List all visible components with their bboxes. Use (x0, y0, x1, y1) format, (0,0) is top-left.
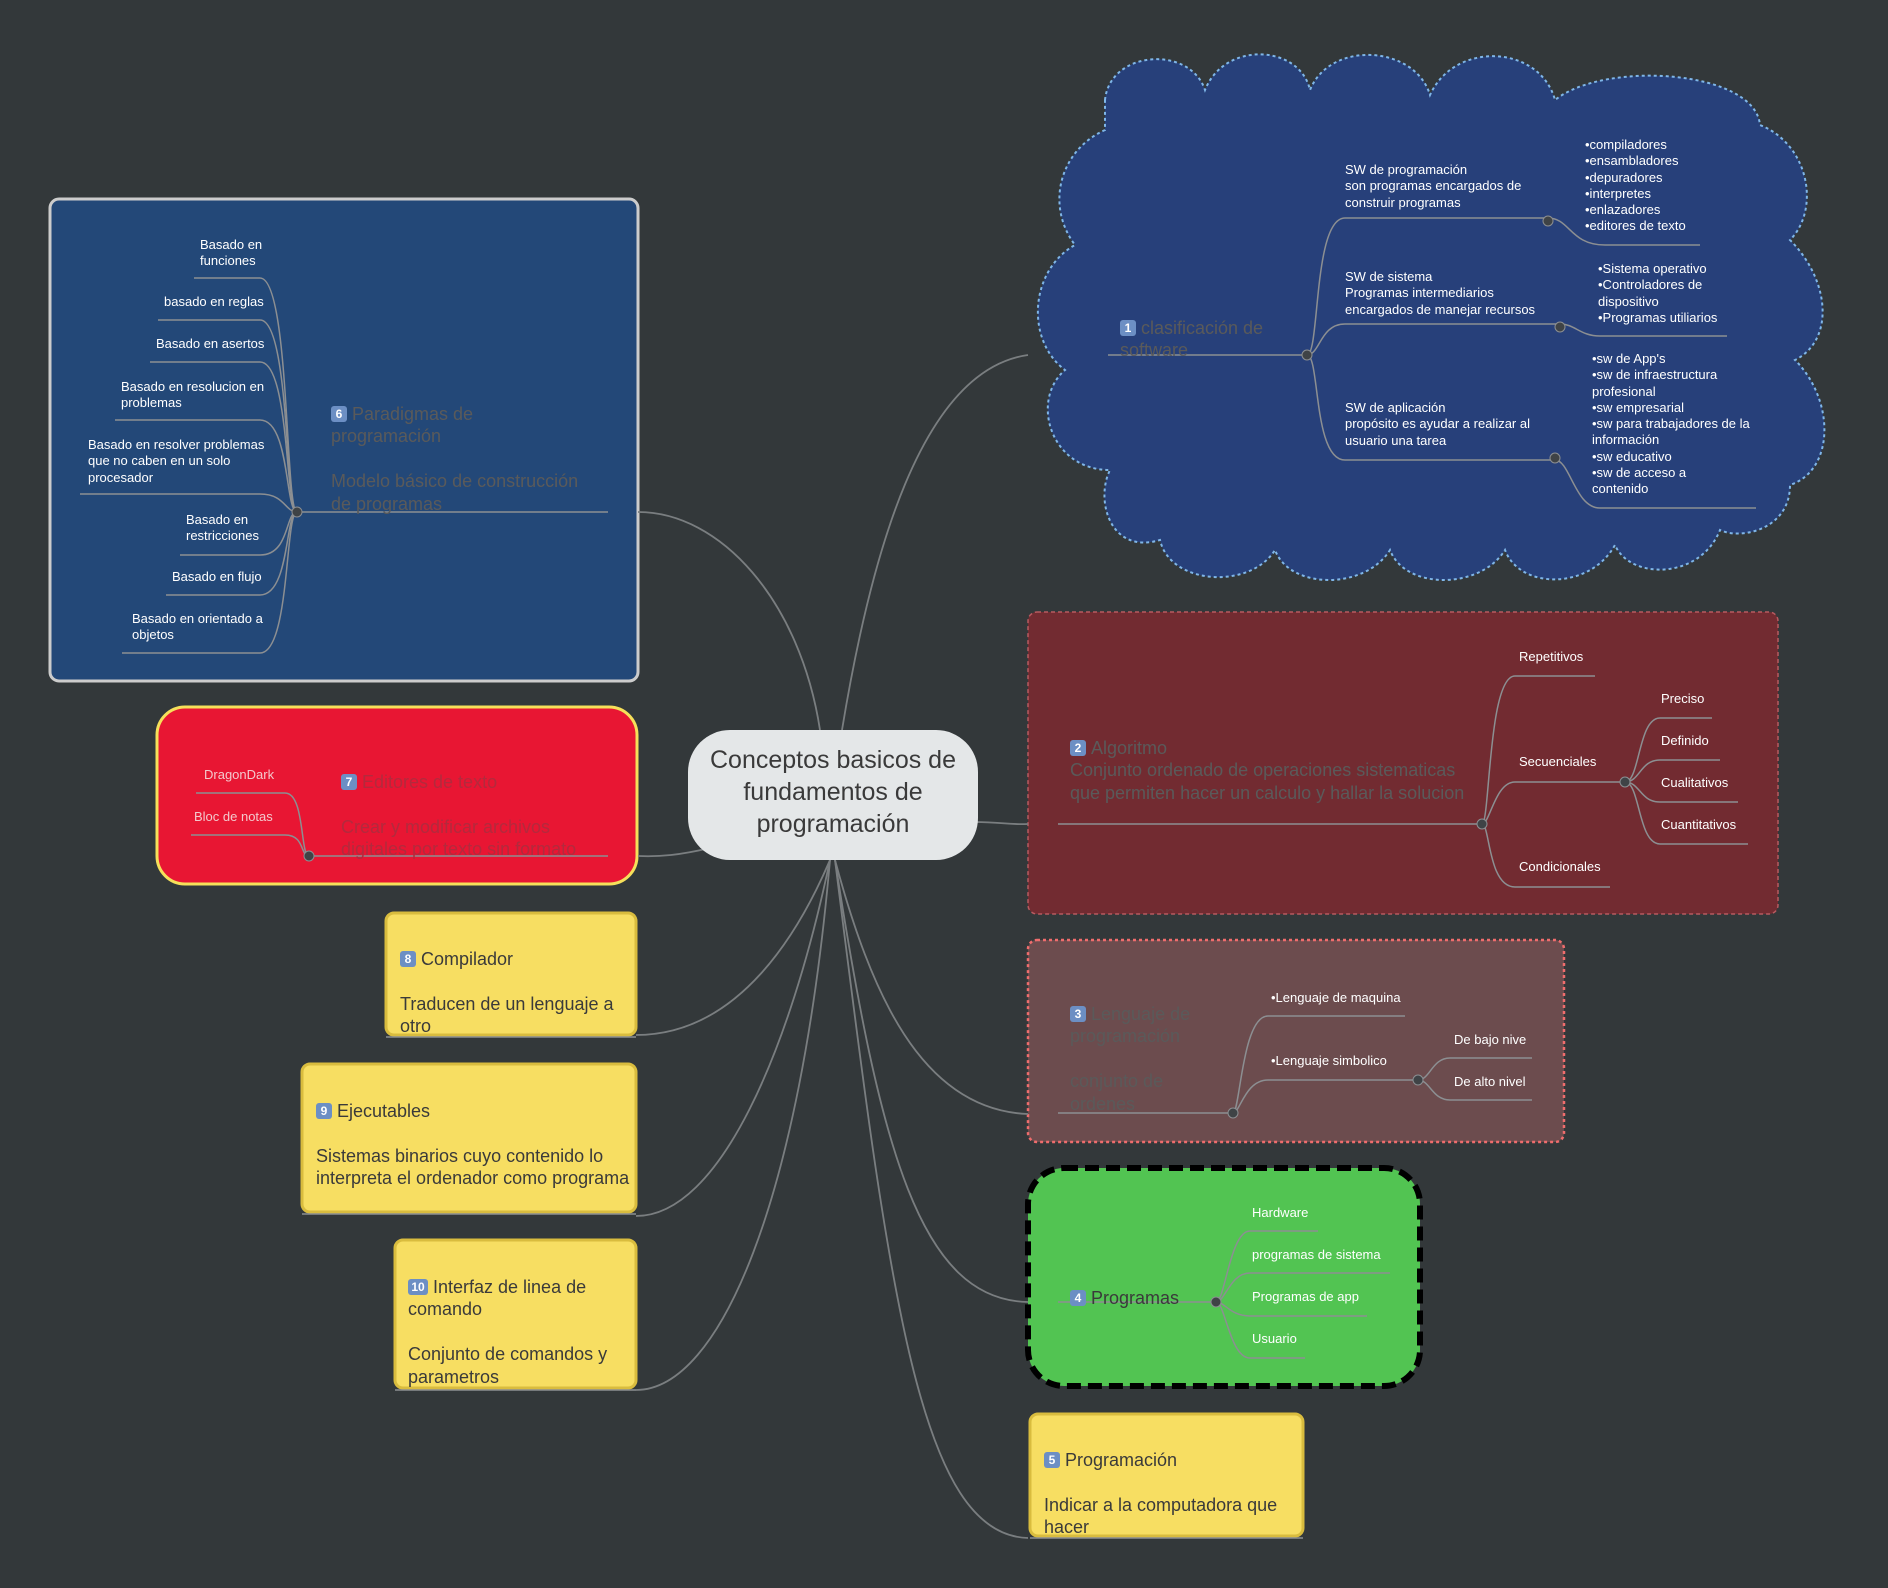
central-topic[interactable]: Conceptos basicos de fundamentos de prog… (710, 746, 956, 838)
algoritmo-secuenciales[interactable]: Secuenciales (1519, 754, 1597, 769)
number-badge-icon: 5 (1044, 1451, 1060, 1468)
simbolico-alto-nivel[interactable]: De alto nivel (1454, 1074, 1526, 1089)
compilador-box (384, 911, 638, 1037)
secuencial-definido[interactable]: Definido (1661, 733, 1709, 748)
paradigma-objetos[interactable]: Basado en orientado a objetos (132, 611, 263, 643)
programas-sistema[interactable]: programas de sistema (1252, 1247, 1381, 1262)
sw-aplicacion[interactable]: SW de aplicación propósito es ayudar a r… (1345, 400, 1530, 448)
programacion-box (1028, 1412, 1305, 1538)
number-badge-icon: 9 (316, 1102, 332, 1119)
topic-7-title: Editores de texto Crear y modificar arch… (341, 771, 577, 860)
sw-programacion-detail[interactable]: •compiladores •ensambladores •depuradore… (1585, 137, 1686, 234)
simbolico-bajo-nivel[interactable]: De bajo nive (1454, 1032, 1527, 1047)
topic-2-title: Algoritmo Conjunto ordenado de operacion… (1070, 737, 1465, 803)
editor-bloc-notas[interactable]: Bloc de notas (194, 809, 273, 824)
editores-box (155, 705, 639, 886)
algoritmo-box (1027, 611, 1779, 915)
topic-9-description: Sistemas binarios cuyo contenido lo inte… (316, 1145, 630, 1189)
sw-programacion[interactable]: SW de programación son programas encarga… (1345, 162, 1522, 210)
sw-sistema-detail[interactable]: •Sistema operativo •Controladores de dis… (1598, 261, 1718, 325)
paradigma-restricciones[interactable]: Basado en restricciones (186, 512, 259, 544)
number-badge-icon: 8 (400, 950, 416, 967)
lenguaje-box (1026, 938, 1566, 1144)
cloud-shape (1036, 53, 1826, 581)
topic-3-title: Lenguaje de programación conjunto de ord… (1070, 1003, 1191, 1114)
main-connectors (635, 354, 1029, 1539)
interfaz-box (393, 1238, 638, 1390)
topic-10-description: Conjunto de comandos y parametros (408, 1344, 608, 1387)
topic-4-title: Programas (1091, 1287, 1180, 1308)
number-badge-icon: 1 (1120, 319, 1136, 336)
programas-usuario[interactable]: Usuario (1252, 1331, 1297, 1346)
secuencial-cuantitativos[interactable]: Cuantitativos (1661, 817, 1737, 832)
sw-aplicacion-detail[interactable]: •sw de App's •sw de infraestructura prof… (1592, 351, 1750, 496)
programas-app[interactable]: Programas de app (1252, 1289, 1359, 1304)
number-badge-icon: 4 (1070, 1289, 1086, 1306)
algoritmo-condicionales[interactable]: Condicionales (1519, 859, 1601, 874)
topic-9-title: Ejecutables (337, 1100, 431, 1121)
topic-8-description: Traducen de un lenguaje a otro (400, 993, 614, 1037)
junction-dots (291, 215, 1631, 1308)
paradigma-funciones[interactable]: Basado en funciones (200, 237, 263, 269)
algoritmo-repetitivos[interactable]: Repetitivos (1519, 649, 1584, 664)
secuencial-preciso[interactable]: Preciso (1661, 691, 1705, 706)
secuencial-cualitativos[interactable]: Cualitativos (1661, 775, 1729, 790)
paradigma-flujo[interactable]: Basado en flujo (172, 569, 262, 584)
topic-1-title: clasificación de software (1120, 317, 1264, 361)
number-badge-icon: 6 (331, 405, 347, 422)
topic-8-title: Compilador (421, 948, 514, 969)
number-badge-icon: 7 (341, 773, 357, 790)
topic-5-description: Indicar a la computadora que hacer (1044, 1494, 1278, 1538)
paradigma-distribuido[interactable]: Basado en resolver problemas que no cabe… (88, 437, 265, 485)
number-badge-icon: 10 (408, 1278, 428, 1295)
lenguaje-simbolico[interactable]: •Lenguaje simbolico (1271, 1053, 1387, 1068)
lenguaje-maquina[interactable]: •Lenguaje de maquina (1271, 990, 1401, 1005)
editor-dragondark[interactable]: DragonDark (204, 767, 275, 782)
central-node-shape (688, 730, 978, 860)
ejecutables-box (300, 1062, 638, 1214)
paradigma-resolucion[interactable]: Basado en resolucion en problemas (121, 379, 265, 411)
number-badge-icon: 2 (1070, 739, 1086, 756)
programas-box (1025, 1165, 1423, 1389)
topic-6-title: Paradigmas de programación Modelo básico… (331, 403, 579, 514)
programas-hardware[interactable]: Hardware (1252, 1205, 1309, 1220)
paradigma-asertos[interactable]: Basado en asertos (156, 336, 265, 351)
topic-10-title: Interfaz de linea de comando (408, 1276, 587, 1320)
sw-sistema[interactable]: SW de sistema Programas intermediarios e… (1345, 269, 1536, 317)
paradigma-reglas[interactable]: basado en reglas (164, 294, 264, 309)
topic-4-programas[interactable]: 4 Programas (1070, 1264, 1179, 1309)
topic-5-title: Programación (1065, 1449, 1178, 1470)
number-badge-icon: 3 (1070, 1005, 1086, 1022)
